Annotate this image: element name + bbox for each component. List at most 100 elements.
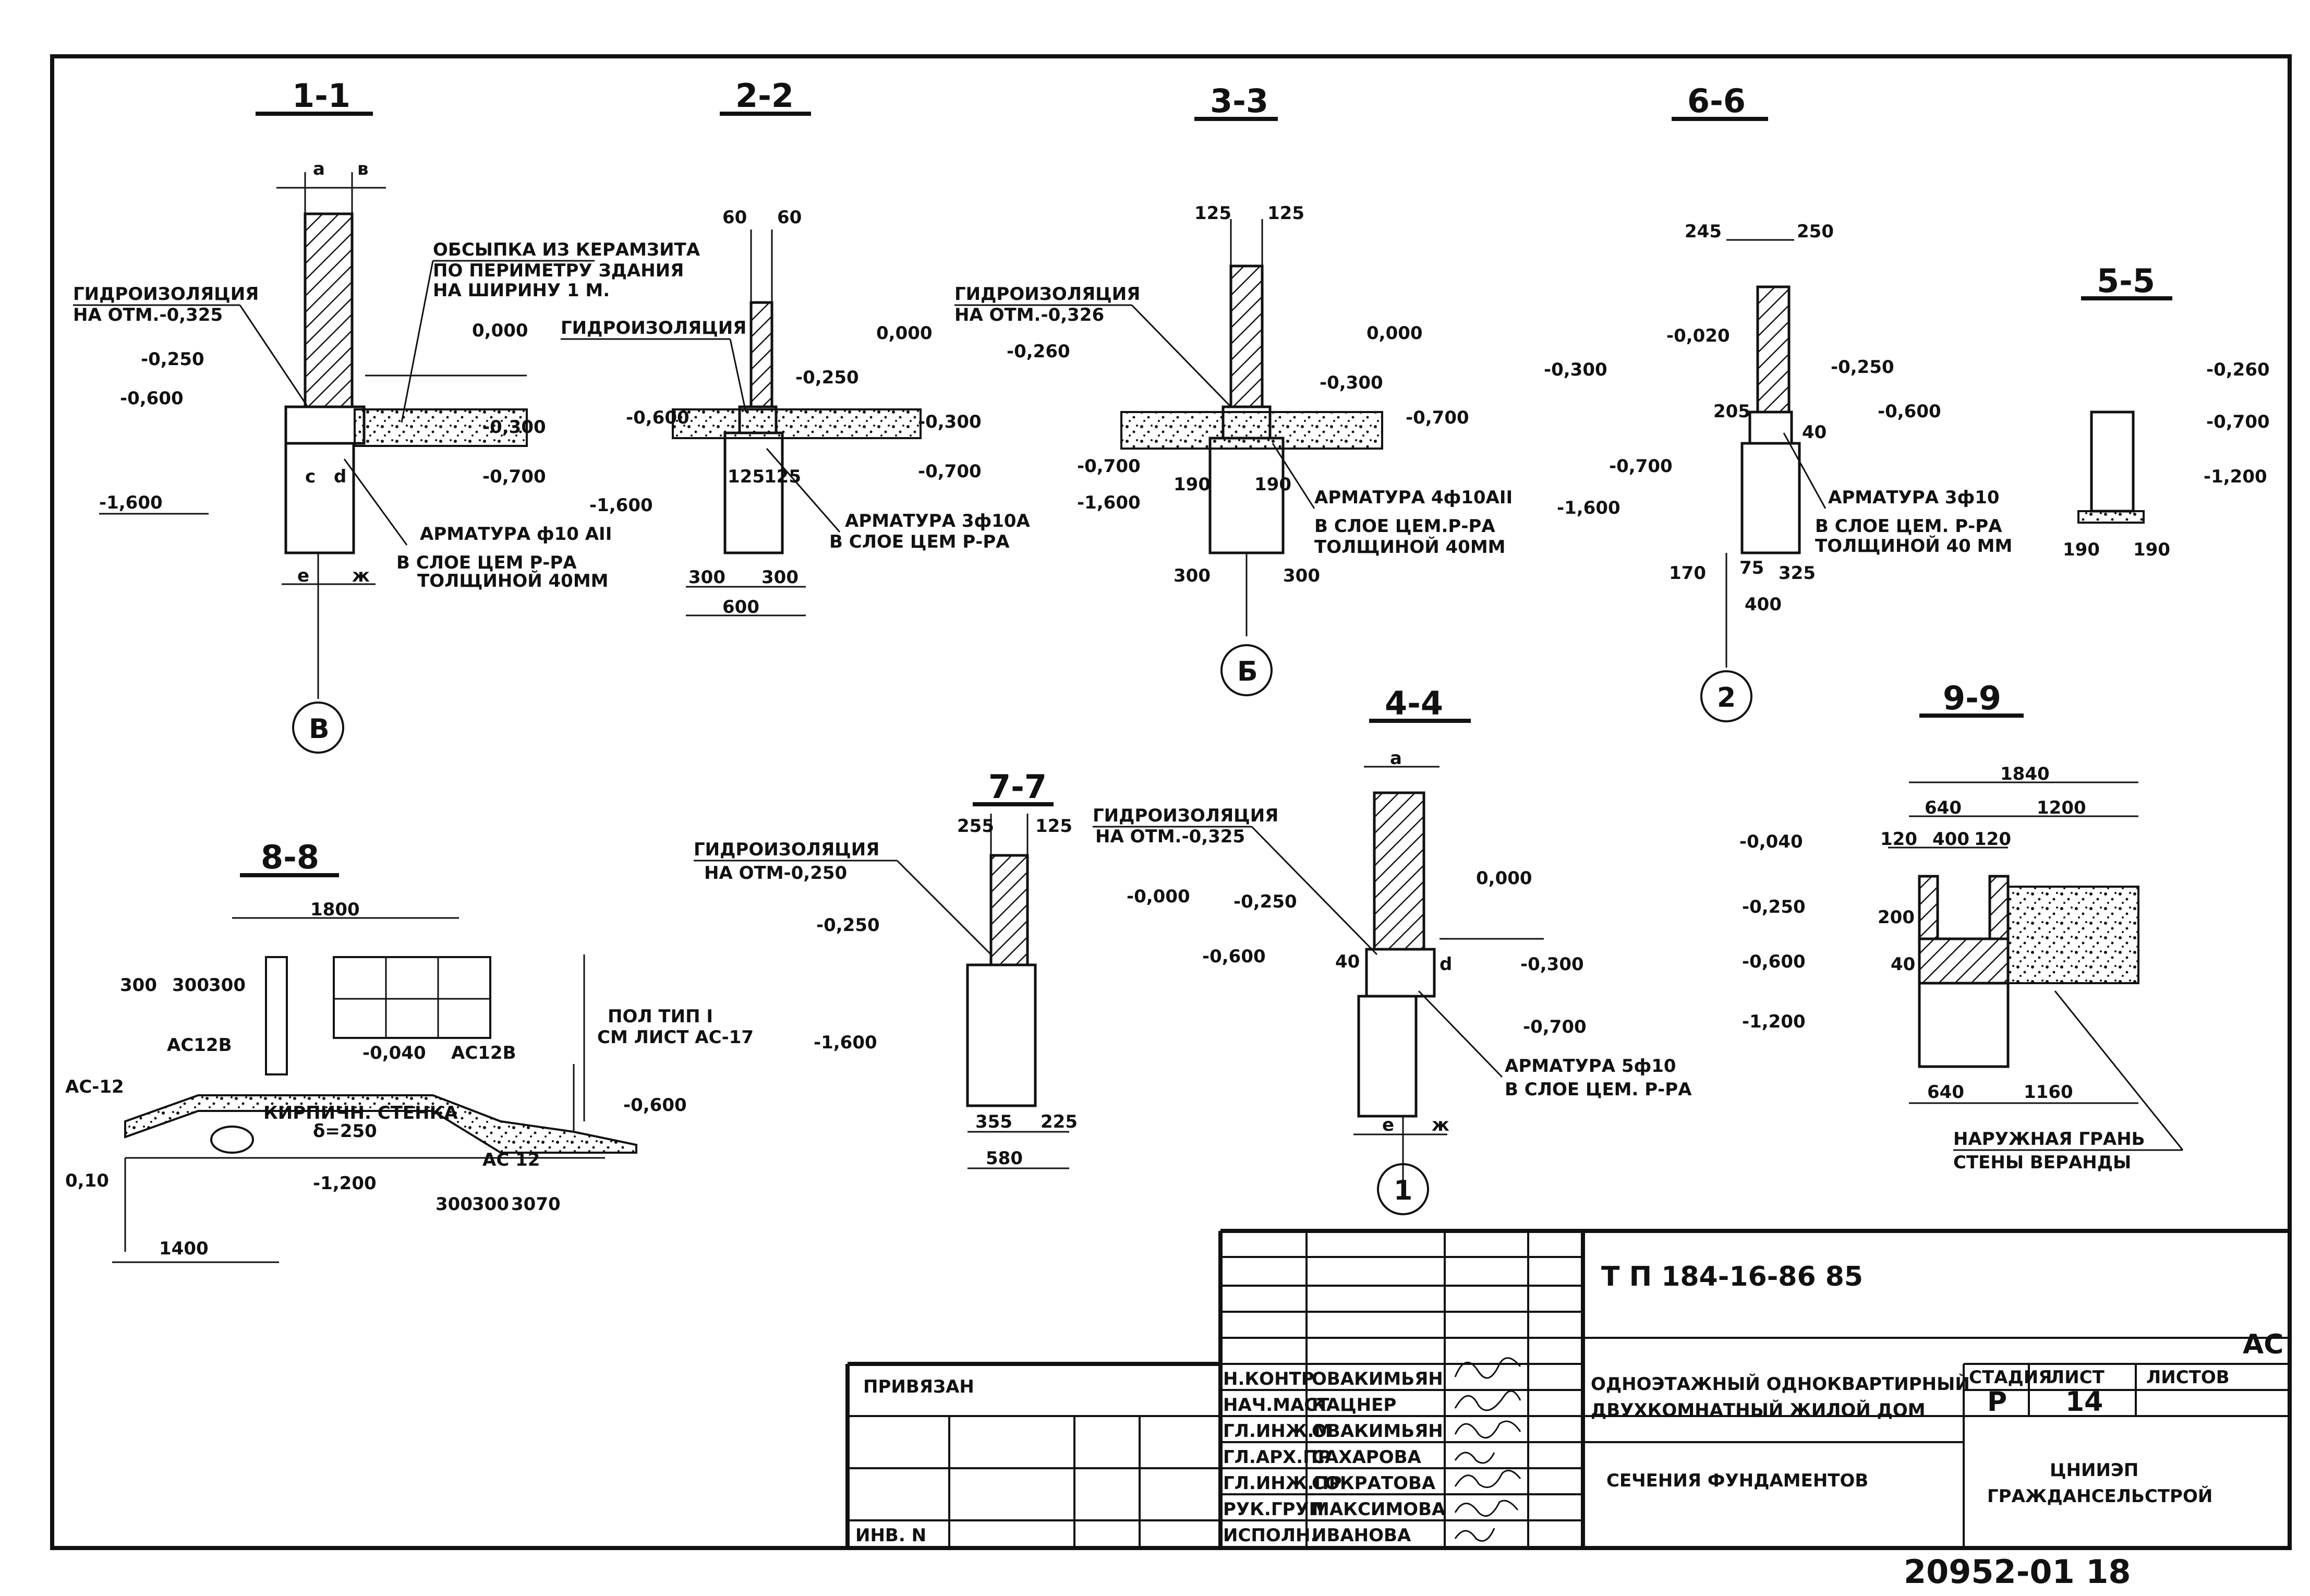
- dim-640: 640: [1925, 797, 1962, 818]
- dim-300a: 300: [688, 567, 725, 588]
- axis-label: В: [309, 714, 330, 745]
- section-5-5: 5-5 -0,260 -0,700 -1,200 190 190: [2063, 262, 2270, 560]
- note-hydro-2: НА ОТМ.-0,325: [73, 305, 223, 325]
- role-6: ИСПОЛН.: [1223, 1525, 1317, 1546]
- level-600: -0,600: [1202, 946, 1266, 967]
- level-010: 0,10: [65, 1170, 109, 1191]
- dim-40: 40: [1891, 954, 1915, 975]
- brick-wall-2: δ=250: [313, 1121, 377, 1142]
- note-rebar-2: В СЛОЕ ЦЕМ. Р-РА: [1815, 516, 2002, 537]
- dim-400: 400: [1745, 594, 1782, 615]
- level-1600: -1,600: [814, 1032, 877, 1053]
- role-0: Н.КОНТР: [1223, 1369, 1314, 1389]
- note-rebar-2: В СЛОЕ ЦЕМ.Р-РА: [1314, 516, 1495, 537]
- dim-125b: 125: [764, 466, 801, 487]
- dim-125b: 125: [1267, 203, 1304, 224]
- role-3: ГЛ.АРХ.ПР: [1223, 1447, 1331, 1468]
- section-2-2: 2-2 60 60 ГИДРОИЗОЛЯЦИЯ 0,000 -0,250 -0,…: [561, 77, 1031, 618]
- note-backfill-2: ПО ПЕРИМЕТРУ ЗДАНИЯ: [433, 260, 684, 281]
- ac12-2: АС 12: [482, 1150, 540, 1170]
- dim-40: 40: [1335, 951, 1360, 972]
- level-600: -0,600: [626, 407, 690, 428]
- note-rebar-1: АРМАТУРА 5ф10: [1505, 1056, 1676, 1077]
- dim-125a: 125: [728, 466, 765, 487]
- dim-b: в: [357, 159, 369, 179]
- dim-40: 40: [1802, 422, 1827, 443]
- dim-400: 400: [1932, 829, 1969, 850]
- dim-1200: 1200: [2037, 797, 2086, 818]
- title-block: ПРИВЯЗАН ИНВ. N Н.КОНТР НАЧ.МАСТ ГЛ.ИНЖ.…: [845, 1229, 2290, 1548]
- sheet-name: СЕЧЕНИЯ ФУНДАМЕНТОВ: [1606, 1470, 1868, 1491]
- level-1200: -1,200: [313, 1173, 377, 1194]
- inv-label: ИНВ. N: [855, 1525, 926, 1546]
- section-7-7: 7-7 255 125 ГИДРОИЗОЛЯЦИЯ НА ОТМ-0,250 -…: [694, 768, 1078, 1169]
- section-title: 9-9: [1943, 679, 2001, 717]
- dim-580: 580: [986, 1148, 1023, 1169]
- level-700: -0,700: [2206, 412, 2270, 432]
- level-250: -0,250: [1742, 897, 1806, 917]
- role-4: ГЛ.ИНЖ.ПР: [1223, 1473, 1342, 1494]
- ac12: АС-12: [65, 1077, 124, 1097]
- dim-1800: 1800: [310, 899, 360, 920]
- note-rebar-1: АРМАТУРА ф10 АII: [420, 524, 612, 545]
- level-1600: -1,600: [1557, 498, 1620, 518]
- level-0: 0,000: [472, 320, 528, 341]
- dim-60b: 60: [777, 207, 802, 228]
- name-5: МАКСИМОВА: [1312, 1499, 1446, 1520]
- note-rebar-3: ТОЛЩИНОЙ 40 ММ: [1815, 535, 2012, 557]
- dim-a: а: [1390, 748, 1402, 769]
- section-title: 2-2: [735, 77, 794, 115]
- dim-640b: 640: [1927, 1082, 1964, 1103]
- project-name-2: ДВУХКОМНАТНЫЙ ЖИЛОЙ ДОМ: [1591, 1399, 1926, 1421]
- stage-value: Р: [1987, 1386, 2007, 1418]
- dim-355: 355: [975, 1111, 1012, 1132]
- sheet-number: 14: [2065, 1386, 2103, 1418]
- dim-300b: 300: [1283, 565, 1320, 586]
- dim-1160: 1160: [2024, 1082, 2073, 1103]
- level-1200: -1,200: [2204, 466, 2267, 487]
- name-2: ОВАКИМЬЯН: [1312, 1421, 1443, 1442]
- dim-1840: 1840: [2000, 764, 2050, 784]
- note-rebar-2: В СЛОЕ ЦЕМ Р-РА: [829, 531, 1010, 552]
- level-0: 0,000: [876, 323, 933, 344]
- level-600: -0,600: [623, 1095, 687, 1116]
- level-1600: -1,600: [99, 492, 163, 513]
- section-title: 4-4: [1385, 684, 1443, 722]
- level-0-mid: -0,000: [1127, 886, 1190, 907]
- dim-190a: 190: [2063, 539, 2100, 560]
- dim-245: 245: [1685, 221, 1722, 242]
- note-hydro-1: ГИДРОИЗОЛЯЦИЯ: [694, 839, 879, 860]
- level-700: -0,700: [918, 461, 982, 482]
- project-code: Т П 184-16-86 85: [1601, 1261, 1863, 1292]
- sheet-frame: [50, 54, 2292, 1550]
- dim-zh: ж: [352, 565, 370, 586]
- level-260: -0,260: [2206, 359, 2270, 380]
- sheets-header: ЛИСТОВ: [2146, 1367, 2230, 1388]
- note-hydro-1: ГИДРОИЗОЛЯЦИЯ: [73, 284, 259, 305]
- dim-255: 255: [957, 816, 994, 837]
- axis-label: 2: [1717, 682, 1736, 714]
- dim-e: е: [297, 565, 309, 586]
- section-title: 7-7: [988, 768, 1047, 806]
- section-3-3: 3-3 125 125 ГИДРОИЗОЛЯЦИЯ НА ОТМ.-0,326 …: [954, 82, 1513, 696]
- level-600: -0,600: [1742, 951, 1806, 972]
- dim-190b: 190: [2133, 539, 2170, 560]
- section-title: 1-1: [292, 77, 350, 115]
- level-700: -0,700: [482, 466, 546, 487]
- project-name-1: ОДНОЭТАЖНЫЙ ОДНОКВАРТИРНЫЙ: [1591, 1373, 1970, 1395]
- floor-type-2: СМ ЛИСТ АС-17: [597, 1027, 754, 1048]
- dim-d: d: [1440, 954, 1452, 975]
- level-300: -0,300: [1520, 954, 1584, 975]
- level-250: -0,250: [1831, 357, 1894, 378]
- level-040: -0,040: [1739, 831, 1803, 852]
- dim-300a: 300: [120, 975, 157, 996]
- level-300: -0,300: [1320, 372, 1383, 393]
- name-1: КАЦНЕР: [1312, 1395, 1396, 1416]
- dim-75: 75: [1739, 558, 1764, 578]
- note-hydro-2: НА ОТМ-0,250: [704, 863, 847, 884]
- role-5: РУК.ГРУП: [1223, 1499, 1324, 1520]
- dim-c: с: [305, 466, 316, 487]
- org-name-2: ГРАЖДАНСЕЛЬСТРОЙ: [1987, 1485, 2212, 1507]
- section-title: 8-8: [261, 838, 319, 876]
- note-outer-face-1: НАРУЖНАЯ ГРАНЬ: [1953, 1129, 2145, 1150]
